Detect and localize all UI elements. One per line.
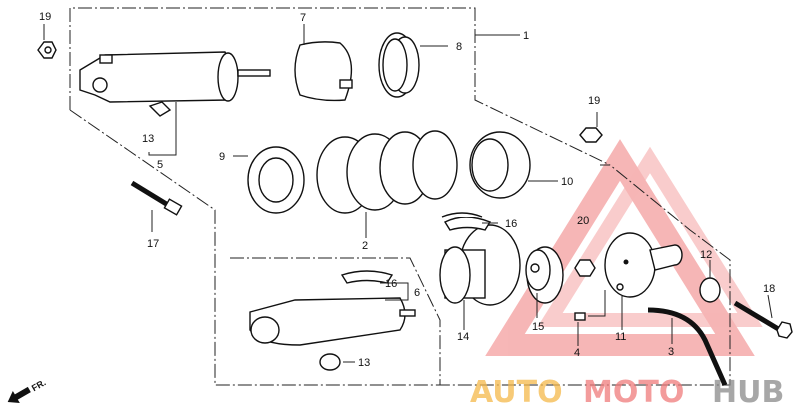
bolt-4	[574, 312, 586, 321]
label-16: 16	[505, 218, 517, 230]
label-20: 20	[577, 215, 589, 227]
label-3: 3	[668, 346, 674, 358]
hose-3	[647, 307, 728, 387]
bolt-18	[733, 300, 793, 339]
fr-label: FR.	[30, 377, 48, 393]
boot-tabs	[441, 212, 483, 218]
label-7: 7	[300, 12, 306, 24]
label-1: 1	[523, 30, 529, 42]
bolt-17	[130, 180, 183, 216]
label-17: 17	[147, 238, 159, 250]
label-12: 12	[700, 249, 712, 261]
label-10: 10	[561, 176, 573, 188]
watermark-text: AUTO MOTO HUB	[470, 375, 784, 410]
watermark-auto: AUTO	[470, 375, 563, 410]
seat-10	[469, 131, 531, 199]
label-14: 14	[457, 331, 469, 343]
callout-labels: 19 7 8 1 13 5 9 2 10 19 16 17 20 12 18 1…	[39, 11, 775, 369]
label-13: 13	[142, 133, 154, 145]
leader-lines	[43, 24, 773, 363]
bushing-15	[525, 246, 564, 304]
nut-20	[574, 259, 596, 277]
label-18: 18	[763, 283, 775, 295]
assembly-outline	[69, 7, 731, 386]
label-11: 11	[615, 331, 626, 343]
front-direction-indicator: FR.	[7, 377, 48, 404]
label-13b: 13	[358, 357, 370, 369]
bushing-14	[439, 216, 521, 306]
bearing-8	[378, 32, 420, 98]
label-5: 5	[157, 159, 163, 171]
label-2: 2	[362, 240, 368, 252]
label-8: 8	[456, 41, 462, 53]
label-16b: 16	[385, 278, 397, 290]
label-6: 6	[414, 287, 420, 299]
lower-shock-body	[249, 270, 416, 371]
label-19: 19	[39, 11, 51, 23]
seat-9	[247, 146, 305, 214]
label-4: 4	[574, 347, 580, 359]
arrow-icon	[7, 386, 31, 404]
shock-body	[79, 51, 271, 117]
label-15: 15	[532, 321, 544, 333]
label-19b: 19	[588, 95, 600, 107]
spring-2	[316, 130, 458, 214]
watermark-moto: MOTO	[583, 375, 684, 410]
spring-collar-7	[294, 41, 353, 102]
bushing-12	[699, 277, 721, 303]
joint-11	[604, 232, 683, 298]
nut-19	[37, 41, 603, 143]
label-9: 9	[219, 151, 225, 163]
watermark-hub: HUB	[712, 375, 784, 410]
